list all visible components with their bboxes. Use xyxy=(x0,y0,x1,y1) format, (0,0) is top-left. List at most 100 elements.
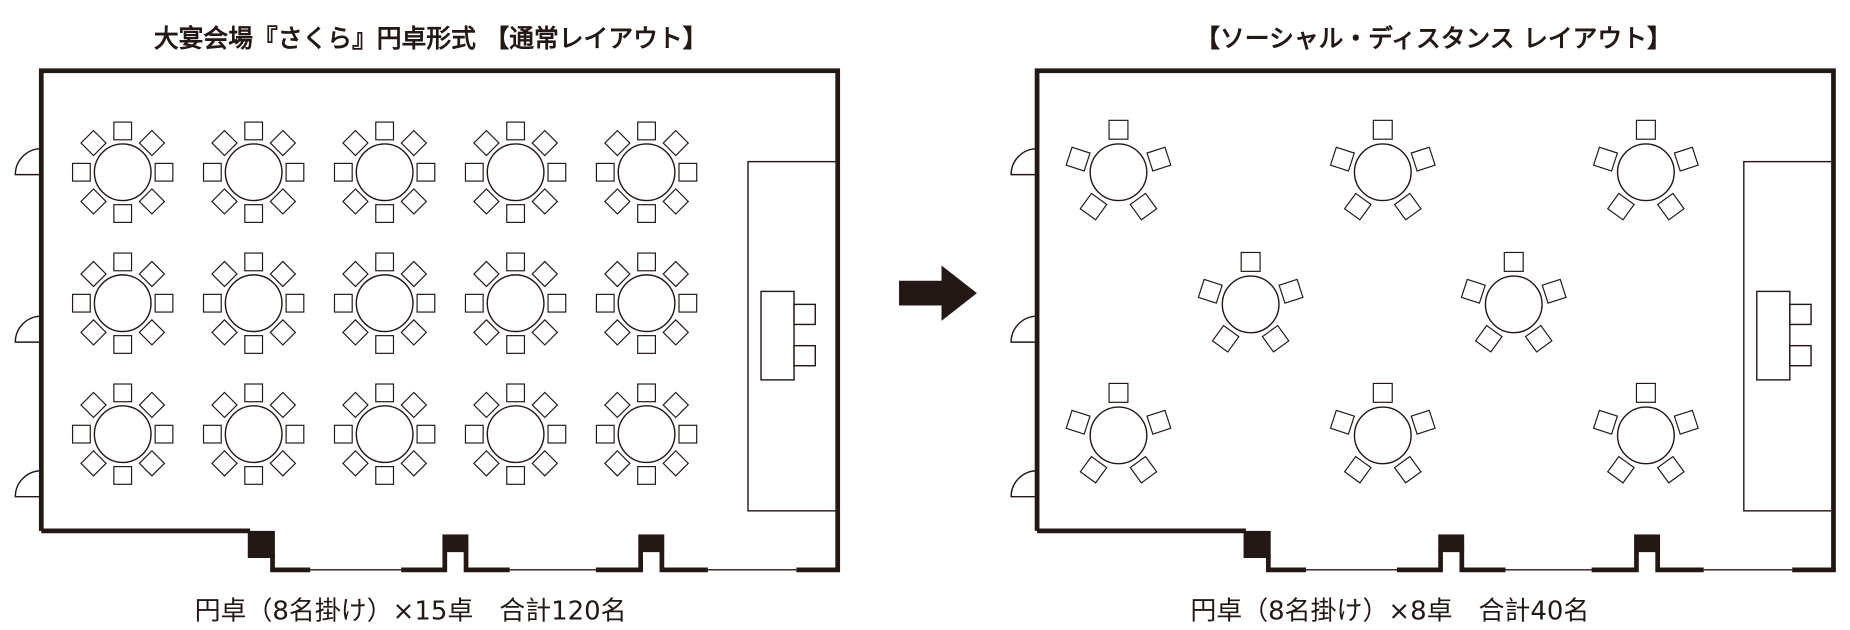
chair xyxy=(80,450,107,477)
chair xyxy=(244,335,264,354)
chair xyxy=(375,466,395,485)
chair xyxy=(1592,146,1619,172)
chair xyxy=(80,260,107,288)
chair xyxy=(400,391,428,419)
chair xyxy=(1129,192,1158,221)
distance-layout-room xyxy=(1010,68,1836,573)
chair xyxy=(1372,119,1393,140)
round-table xyxy=(1197,251,1304,353)
pillar xyxy=(1634,534,1661,553)
chair xyxy=(113,121,133,141)
chair xyxy=(637,252,656,272)
chair xyxy=(1635,382,1656,403)
chair xyxy=(400,129,428,157)
chair xyxy=(342,260,369,288)
stage xyxy=(747,160,839,512)
chair xyxy=(637,121,656,141)
chair xyxy=(1635,119,1656,140)
table-top xyxy=(355,274,414,333)
table-top xyxy=(93,274,152,333)
chair xyxy=(211,391,238,419)
table-top xyxy=(1089,406,1148,465)
pillar xyxy=(1438,534,1465,553)
pillar xyxy=(638,534,665,553)
chair xyxy=(138,188,166,215)
chair xyxy=(211,450,238,477)
table-top xyxy=(486,274,545,333)
round-table xyxy=(333,252,436,354)
chair xyxy=(400,188,428,215)
table-top xyxy=(617,143,676,202)
chair xyxy=(71,424,91,444)
round-table xyxy=(202,252,305,354)
chair xyxy=(138,391,166,419)
chair xyxy=(547,424,567,444)
chair xyxy=(1065,409,1091,435)
chair xyxy=(1606,455,1635,484)
chair xyxy=(1079,455,1108,484)
round-table xyxy=(1065,119,1172,221)
chair xyxy=(285,424,305,444)
chair xyxy=(138,260,166,288)
chair xyxy=(375,383,395,403)
stage xyxy=(1743,160,1835,512)
round-table xyxy=(71,121,174,223)
chair xyxy=(1108,382,1129,403)
chair xyxy=(678,293,698,313)
round-table xyxy=(464,252,567,354)
chair xyxy=(416,162,436,182)
chair xyxy=(154,424,174,444)
room-wall xyxy=(401,550,510,573)
chair xyxy=(1329,146,1356,172)
round-table xyxy=(333,383,436,485)
chair xyxy=(1197,278,1223,304)
chair xyxy=(1329,409,1356,435)
chair xyxy=(71,293,91,313)
chair xyxy=(1211,324,1240,353)
normal-layout-title: 大宴会場『さくら』円卓形式 【通常レイアウト】 xyxy=(154,24,707,53)
table-top xyxy=(617,274,676,333)
chair xyxy=(113,204,133,223)
chair xyxy=(154,293,174,313)
table-top xyxy=(1353,143,1412,202)
chair xyxy=(1656,192,1685,221)
chair xyxy=(244,383,264,403)
chair xyxy=(464,293,484,313)
chair xyxy=(1079,192,1108,221)
table-top xyxy=(224,405,283,464)
chair xyxy=(1606,192,1635,221)
chair xyxy=(1393,192,1422,221)
chair xyxy=(473,188,500,215)
chair xyxy=(506,383,526,403)
chair xyxy=(637,204,656,223)
chair xyxy=(1146,409,1172,435)
distance-layout-caption: 円卓（8名掛け）×8卓 合計40名 xyxy=(1190,596,1589,626)
chair xyxy=(375,335,395,354)
table-top xyxy=(1616,406,1675,465)
chair xyxy=(506,335,526,354)
table-top xyxy=(1089,143,1148,202)
room-wall xyxy=(1265,554,1307,573)
chair xyxy=(595,293,615,313)
chair xyxy=(1240,251,1261,272)
chair xyxy=(333,293,353,313)
chair xyxy=(342,188,369,215)
chair xyxy=(531,391,559,419)
pillar xyxy=(442,534,469,553)
chair xyxy=(202,162,222,182)
chair xyxy=(202,293,222,313)
chair xyxy=(342,319,369,346)
table-top xyxy=(486,143,545,202)
round-table xyxy=(71,252,174,354)
chair xyxy=(1261,324,1290,353)
chair xyxy=(531,188,559,215)
table-top xyxy=(224,143,283,202)
chair xyxy=(1146,146,1172,172)
chair xyxy=(637,466,656,485)
chair xyxy=(604,450,631,477)
chair xyxy=(1065,146,1091,172)
round-table xyxy=(464,121,567,223)
chair xyxy=(547,162,567,182)
chair xyxy=(1524,324,1553,353)
